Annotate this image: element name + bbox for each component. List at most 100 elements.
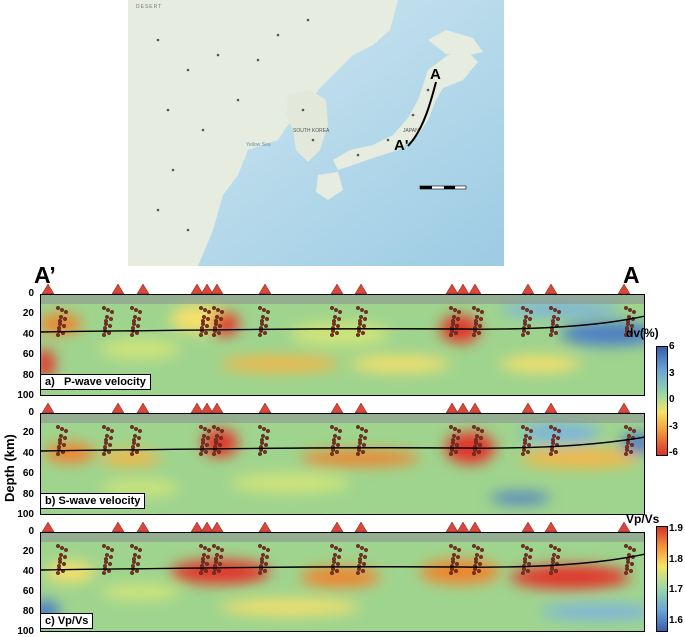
seismicity-dot (449, 452, 454, 457)
seismicity-dot (551, 438, 556, 443)
seismicity-dot (451, 557, 456, 562)
dv-colorbar-title: dv(%) (626, 326, 659, 340)
seismicity-dot (60, 426, 65, 431)
volcano-marker (468, 521, 482, 533)
seismicity-dot (332, 319, 337, 324)
seismicity-dot (330, 452, 335, 457)
seismicity-dot (198, 571, 203, 576)
seismicity-dot (529, 429, 534, 434)
seismicity-dot (624, 333, 629, 338)
seismicity-dot (265, 429, 270, 434)
seismicity-dot (554, 569, 559, 574)
seismicity-dot (456, 555, 461, 560)
seismicity-dot (557, 548, 562, 553)
seismicity-dot (472, 333, 477, 338)
profile-start-label: A’ (34, 262, 56, 288)
depth-tick: 80 (22, 606, 34, 617)
seismicity-dot (334, 307, 339, 312)
depth-tick: 40 (22, 328, 34, 340)
moho-line (40, 553, 645, 571)
seismicity-dot (551, 557, 556, 562)
volcano-marker (445, 402, 459, 414)
seismicity-dot (103, 438, 108, 443)
seismicity-dot (134, 331, 139, 336)
seismicity-dot (211, 571, 216, 576)
seismicity-dot (474, 319, 479, 324)
seismicity-dot (632, 429, 637, 434)
seismicity-dot (198, 305, 203, 310)
seismicity-dot (200, 319, 205, 324)
map-point-a: A (430, 66, 441, 83)
seismicity-dot (59, 553, 64, 558)
volcano-marker (258, 521, 272, 533)
seismicity-dot (338, 429, 343, 434)
seismicity-dot (103, 326, 108, 331)
seismicity-dot (457, 310, 462, 315)
seismicity-dot (449, 424, 454, 429)
panel-3-tag: c) Vp/Vs (40, 613, 94, 629)
seismicity-dot (135, 324, 140, 329)
map-label-japan: JAPAN (403, 128, 419, 134)
seismicity-dot (137, 548, 142, 553)
seismicity-dot (105, 545, 110, 550)
seismicity-dot (130, 326, 135, 331)
seismicity-dot (102, 452, 107, 457)
depth-tick: 40 (22, 566, 34, 577)
seismicity-dot (211, 452, 216, 457)
depth-tick: 80 (22, 488, 34, 500)
seismicity-dot (524, 434, 529, 439)
seismicity-dot (103, 445, 108, 450)
map-label-yellow-sea: Yellow Sea (246, 142, 271, 148)
profile-end-label: A (623, 262, 640, 288)
seismicity-dot (257, 305, 262, 310)
seismicity-dot (62, 324, 67, 329)
seismicity-dot (624, 543, 629, 548)
seismicity-dot (524, 553, 529, 558)
colorbar-tick: 1.8 (669, 553, 683, 565)
seismicity-dot (60, 307, 65, 312)
seismicity-dot (527, 443, 532, 448)
seismicity-dot (137, 310, 142, 315)
depth-tick: 0 (28, 407, 34, 418)
depth-tick: 20 (22, 427, 34, 439)
panel-2-tag: b) S-wave velocity (40, 493, 146, 509)
seismicity-dot (630, 562, 635, 567)
volcano-marker (330, 521, 344, 533)
seismicity-dot (132, 553, 137, 558)
seismicity-dot (456, 436, 461, 441)
volcano-marker (190, 283, 204, 295)
seismicity-dot (554, 331, 559, 336)
seismicity-dot (215, 307, 220, 312)
seismicity-dot (521, 333, 526, 338)
seismicity-dot (356, 305, 361, 310)
seismicity-dot (203, 569, 208, 574)
map-label-desert: DESERT (136, 4, 163, 10)
seismicity-dot (102, 543, 107, 548)
volcano-marker (521, 283, 535, 295)
volcano-marker (210, 402, 224, 414)
seismicity-dot (64, 429, 69, 434)
map-point-a-prime: A' (394, 137, 409, 154)
seismicity-dot (265, 548, 270, 553)
seismicity-dot (628, 426, 633, 431)
seismicity-dot (525, 307, 530, 312)
seismicity-dot (257, 571, 262, 576)
seismicity-dot (132, 434, 137, 439)
seismicity-dot (527, 324, 532, 329)
seismicity-dot (109, 310, 114, 315)
seismicity-dot (472, 571, 477, 576)
volcano-marker (330, 402, 344, 414)
seismicity-dot (457, 429, 462, 434)
seismicity-dot (628, 307, 633, 312)
seismicity-dot (624, 452, 629, 457)
seismicity-dot (527, 562, 532, 567)
seismicity-dot (628, 545, 633, 550)
seismicity-dot (107, 443, 112, 448)
volcano-marker (200, 283, 214, 295)
seismicity-dot (336, 443, 341, 448)
seismicity-dot (330, 571, 335, 576)
seismicity-dot (330, 424, 335, 429)
seismicity-dot (630, 324, 635, 329)
depth-tick: 0 (28, 288, 34, 299)
depth-tick: 0 (28, 526, 34, 537)
